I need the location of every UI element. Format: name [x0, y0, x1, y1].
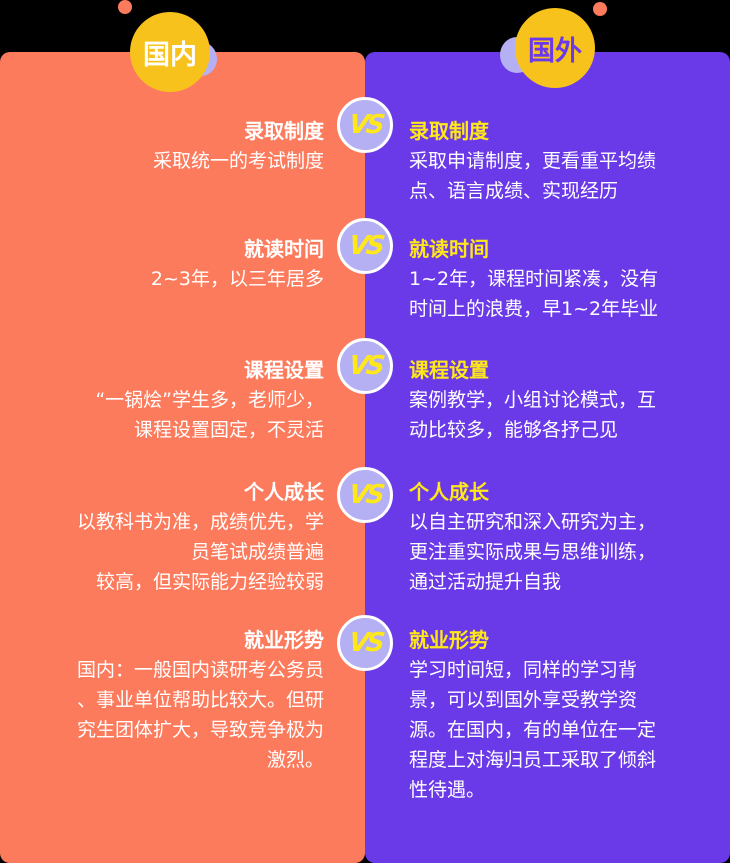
abroad-item: 个人成长 以自主研究和深入研究为主， 更注重实际成果与思维训练， 通过活动提升自…: [409, 477, 719, 597]
item-title: 就业形势: [409, 628, 489, 652]
item-title: 个人成长: [244, 480, 324, 504]
vs-icon: VS: [337, 338, 393, 394]
decor-dot: [118, 0, 132, 14]
item-title: 录取制度: [244, 119, 324, 143]
abroad-item: 就读时间 1~2年，课程时间紧凑，没有 时间上的浪费，早1~2年毕业: [409, 234, 719, 324]
domestic-header-badge: 国内: [130, 12, 210, 92]
domestic-item: 就业形势 国内：一般国内读研考公务员 、事业单位帮助比较大。但研 究生团体扩大，…: [77, 625, 324, 775]
domestic-item: 就读时间 2~3年，以三年居多: [151, 234, 324, 294]
item-title: 就读时间: [244, 237, 324, 261]
vs-icon: VS: [337, 615, 393, 671]
item-title: 就读时间: [409, 237, 489, 261]
domestic-item: 个人成长 以教科书为准，成绩优先，学 员笔试成绩普遍 较高，但实际能力经验较弱: [77, 477, 324, 597]
domestic-panel: [0, 52, 365, 863]
abroad-panel: [365, 52, 730, 863]
vs-icon: VS: [337, 97, 393, 153]
item-title: 录取制度: [409, 119, 489, 143]
domestic-item: 课程设置 “一锅烩”学生多，老师少， 课程设置固定，不灵活: [95, 355, 324, 445]
item-title: 个人成长: [409, 480, 489, 504]
item-title: 就业形势: [244, 628, 324, 652]
abroad-item: 录取制度 采取申请制度，更看重平均绩 点、语言成绩、实现经历: [409, 116, 719, 206]
domestic-item: 录取制度 采取统一的考试制度: [153, 116, 324, 176]
item-title: 课程设置: [409, 358, 489, 382]
decor-dot: [593, 2, 607, 16]
vs-icon: VS: [337, 467, 393, 523]
item-title: 课程设置: [244, 358, 324, 382]
abroad-item: 就业形势 学习时间短，同样的学习背 景，可以到国外享受教学资 源。在国内，有的单…: [409, 625, 719, 805]
abroad-item: 课程设置 案例教学，小组讨论模式，互 动比较多，能够各抒己见: [409, 355, 719, 445]
abroad-header-badge: 国外: [515, 8, 595, 88]
vs-icon: VS: [337, 218, 393, 274]
